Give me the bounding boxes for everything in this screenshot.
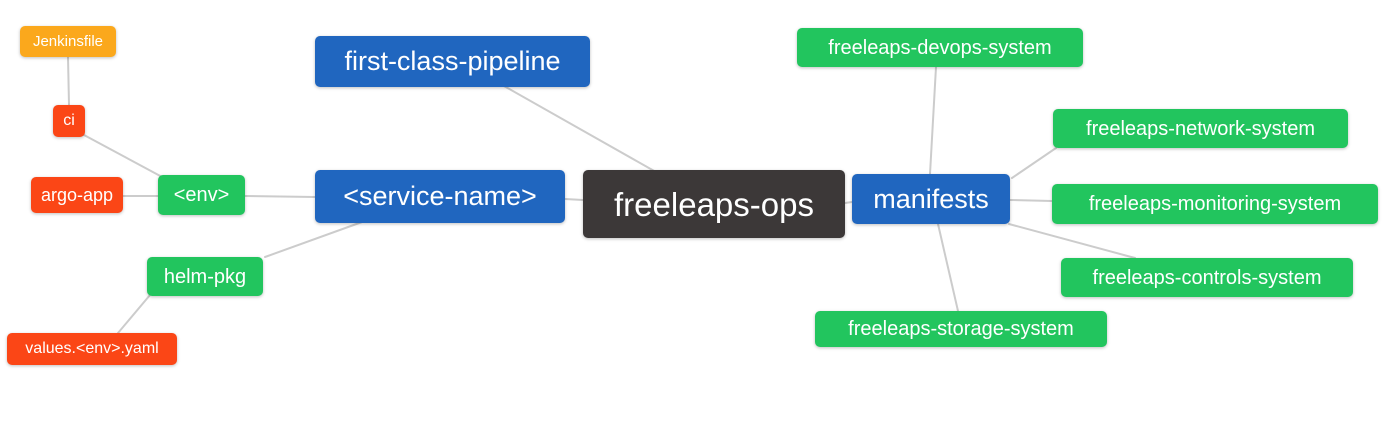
node-label: freeleaps-controls-system	[1092, 266, 1322, 289]
edge-helm-pkg-to-values-env-yaml	[117, 294, 151, 334]
edge-service-name-to-freeleaps-ops	[564, 198, 584, 201]
node-label: freeleaps-storage-system	[848, 318, 1074, 340]
node-ci[interactable]: ci	[53, 105, 85, 137]
edge-env-to-service-name	[244, 195, 316, 198]
node-label: helm-pkg	[163, 265, 247, 288]
edge-manifests-to-freeleaps-devops-system	[929, 66, 937, 175]
node-label: freeleaps-ops	[614, 185, 814, 223]
node-first-class-pipeline[interactable]: first-class-pipeline	[315, 36, 590, 87]
edge-ci-to-env	[83, 134, 165, 179]
node-freeleaps-devops-system[interactable]: freeleaps-devops-system	[797, 28, 1083, 67]
node-label: freeleaps-devops-system	[828, 36, 1052, 59]
edge-jenkinsfile-to-ci	[67, 56, 70, 106]
node-label: first-class-pipeline	[344, 46, 561, 76]
node-label: <service-name>	[343, 181, 537, 211]
node-values-env-yaml[interactable]: values.<env>.yaml	[7, 333, 177, 365]
node-label: freeleaps-network-system	[1086, 117, 1315, 140]
node-label: Jenkinsfile	[32, 33, 104, 50]
node-jenkinsfile[interactable]: Jenkinsfile	[20, 26, 116, 57]
node-helm-pkg[interactable]: helm-pkg	[147, 257, 263, 296]
node-label: values.<env>.yaml	[25, 340, 159, 357]
node-freeleaps-storage-system[interactable]: freeleaps-storage-system	[815, 311, 1107, 347]
node-label: ci	[63, 112, 75, 129]
node-freeleaps-controls-system[interactable]: freeleaps-controls-system	[1061, 258, 1353, 297]
node-service-name[interactable]: <service-name>	[315, 170, 565, 223]
node-label: manifests	[873, 183, 989, 214]
node-freeleaps-network-system[interactable]: freeleaps-network-system	[1053, 109, 1348, 148]
node-label: argo-app	[40, 185, 114, 205]
node-argo-app[interactable]: argo-app	[31, 177, 123, 213]
edge-service-name-to-helm-pkg	[264, 221, 363, 258]
edge-manifests-to-freeleaps-monitoring-system	[1009, 199, 1053, 202]
edge-freeleaps-ops-to-manifests	[844, 201, 853, 204]
edge-first-class-pipeline-to-freeleaps-ops	[503, 85, 657, 173]
edge-manifests-to-freeleaps-storage-system	[937, 223, 959, 312]
edge-manifests-to-freeleaps-controls-system	[1008, 223, 1136, 259]
edge-manifests-to-freeleaps-network-system	[1011, 147, 1057, 179]
node-freeleaps-ops[interactable]: freeleaps-ops	[583, 170, 845, 238]
node-freeleaps-monitoring-system[interactable]: freeleaps-monitoring-system	[1052, 184, 1378, 224]
node-manifests[interactable]: manifests	[852, 174, 1010, 224]
node-label: freeleaps-monitoring-system	[1088, 193, 1342, 215]
node-label: <env>	[173, 184, 230, 206]
node-env[interactable]: <env>	[158, 175, 245, 215]
